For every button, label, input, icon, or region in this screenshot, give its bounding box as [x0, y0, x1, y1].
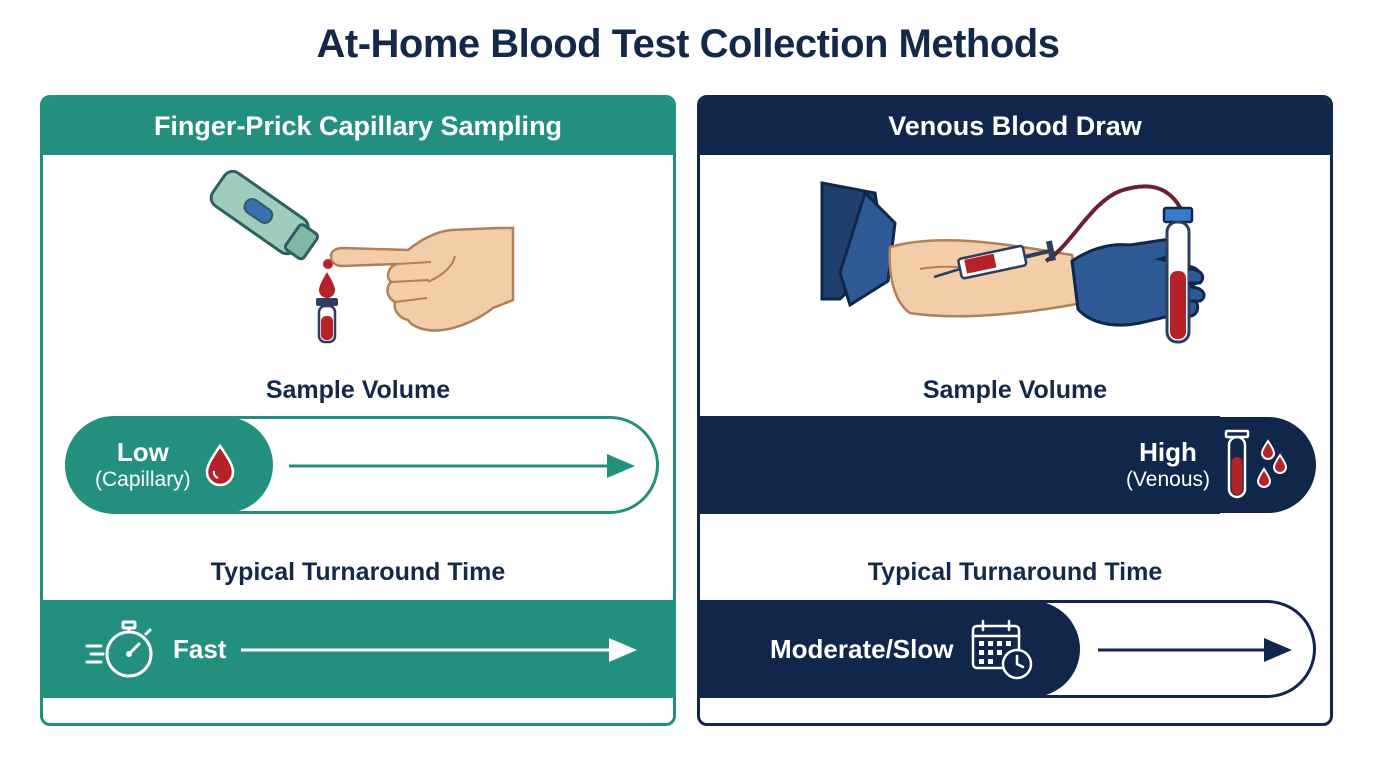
- finger-prick-illustration: [209, 170, 515, 344]
- blood-drop-icon: [205, 443, 234, 487]
- right-volume-value: High: [1139, 437, 1197, 467]
- sleeve-icon: [820, 181, 897, 308]
- venous-panel: Venous Blood Draw Sample Volum: [697, 95, 1333, 726]
- left-volume-value: Low: [116, 437, 169, 467]
- right-time-label: Typical Turnaround Time: [867, 558, 1163, 586]
- lancet-icon: [209, 170, 320, 261]
- left-volume-arrow: [289, 454, 635, 478]
- right-time-value: Moderate/Slow: [770, 634, 954, 664]
- left-time-label: Typical Turnaround Time: [210, 558, 506, 586]
- calendar-clock-icon: [972, 619, 1033, 680]
- test-tube-icon: [1162, 206, 1194, 344]
- left-volume-qualifier: (Capillary): [95, 468, 191, 491]
- finger-prick-panel: Finger-Prick Capillary Sampling Sample V…: [40, 95, 676, 726]
- venous-draw-illustration: [820, 181, 1206, 344]
- right-volume-pill: High (Venous): [720, 417, 1316, 513]
- blood-drop-icon: [319, 272, 335, 298]
- left-time-arrow: [241, 638, 637, 662]
- left-time-value: Fast: [173, 634, 227, 664]
- finger-prick-header: Finger-Prick Capillary Sampling: [43, 98, 673, 155]
- venous-header: Venous Blood Draw: [700, 98, 1330, 155]
- stopwatch-icon: [85, 620, 153, 678]
- syringe-icon: [933, 240, 1056, 280]
- page-title: At-Home Blood Test Collection Methods: [316, 22, 1060, 66]
- tubing-icon: [1044, 184, 1184, 263]
- hand-icon: [329, 226, 515, 332]
- left-volume-pill: Low (Capillary): [65, 417, 273, 513]
- test-tube-icon: [316, 298, 338, 344]
- left-volume-label: Sample Volume: [265, 376, 451, 404]
- fingertip-blood-icon: [323, 259, 333, 269]
- right-volume-qualifier: (Venous): [1125, 468, 1210, 491]
- right-time-pill: Moderate/Slow: [700, 601, 1080, 697]
- arm-icon: [888, 238, 1084, 318]
- right-time-arrow: [1098, 638, 1292, 662]
- test-tube-drops-icon: [1224, 429, 1288, 499]
- right-volume-label: Sample Volume: [922, 376, 1108, 404]
